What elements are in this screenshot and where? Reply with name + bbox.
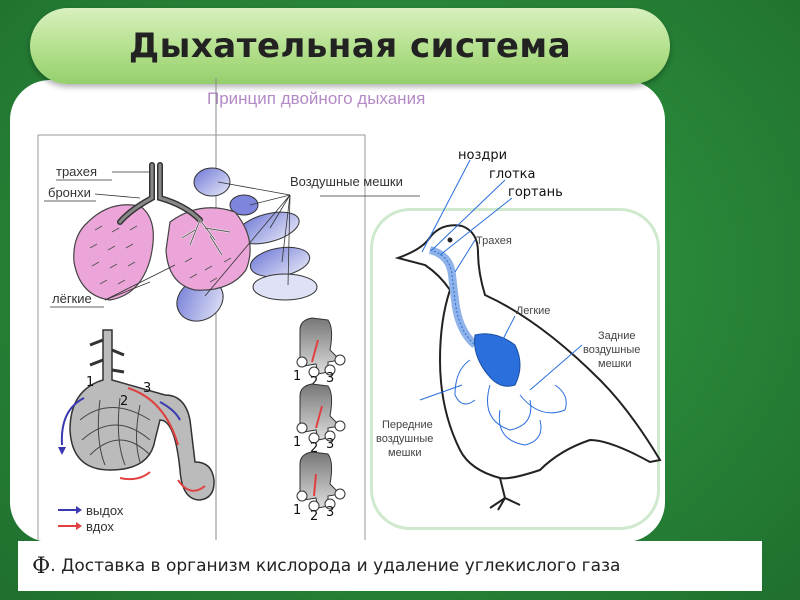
posterior-sacs-label-1: Задние [598, 330, 636, 342]
svg-text:3: 3 [326, 505, 334, 520]
svg-text:1: 1 [293, 369, 301, 384]
flow-number-1: 1 [86, 375, 94, 390]
svg-text:2: 2 [310, 509, 318, 524]
arrow-legend: выдох вдох [58, 503, 124, 534]
anterior-sacs-label-3: мешки [388, 447, 421, 459]
flow-number-3: 3 [143, 381, 151, 396]
air-sacs-label: Воздушные мешки [290, 174, 403, 189]
bird-trachea-label: Трахея [476, 235, 512, 247]
larynx-label: гортань [508, 185, 563, 200]
svg-text:3: 3 [326, 371, 334, 386]
air-sac [194, 168, 230, 196]
caption-text: . Доставка в организм кислорода и удален… [50, 556, 620, 576]
air-sac [253, 274, 317, 300]
legend-inhale: вдох [86, 519, 114, 534]
anterior-sacs-label-1: Передние [382, 419, 433, 431]
bird-lungs-label: Легкие [516, 305, 550, 317]
trachea-label: трахея [56, 164, 97, 179]
lungs-label: лёгкие [52, 291, 92, 306]
airflow-schematic: 1 2 3 [58, 330, 214, 500]
pharynx-label: глотка [489, 167, 535, 182]
lungs-and-sacs-illustration [74, 165, 317, 329]
svg-text:1: 1 [293, 435, 301, 450]
svg-text:1: 1 [293, 503, 301, 518]
caption-letter: Ф [32, 554, 50, 579]
caption-bar: Ф . Доставка в организм кислорода и удал… [18, 541, 762, 591]
posterior-sacs-label-2: воздушные [583, 344, 640, 356]
bronchi-label: бронхи [48, 185, 91, 200]
right-lung [166, 208, 250, 290]
legend-exhale: выдох [86, 503, 124, 518]
anterior-sacs-label-2: воздушные [376, 433, 433, 445]
nostrils-label: ноздри [458, 148, 507, 163]
flow-number-2: 2 [120, 394, 128, 409]
svg-text:3: 3 [326, 437, 334, 452]
posterior-sacs-label-3: мешки [598, 358, 631, 370]
